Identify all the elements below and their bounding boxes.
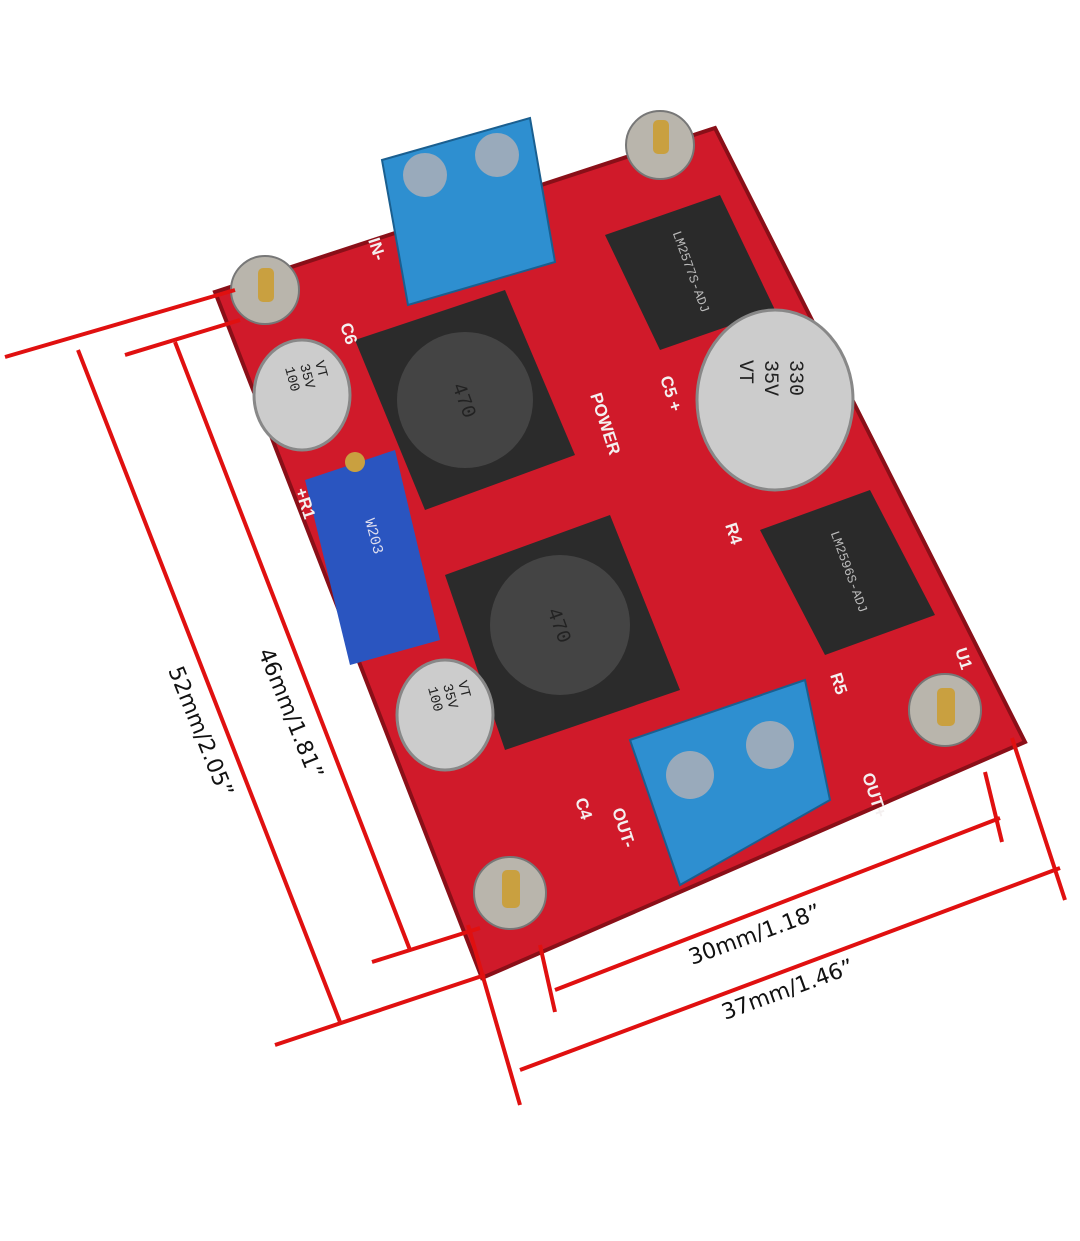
svg-text:330: 330 bbox=[783, 360, 806, 396]
svg-text:100: 100 bbox=[423, 685, 445, 714]
dimension-label-30mm: 30mm/1.18” bbox=[686, 900, 825, 971]
dimension-label-37mm: 37mm/1.46” bbox=[719, 955, 858, 1026]
cap-value: 100 bbox=[423, 685, 445, 714]
svg-text:35V: 35V bbox=[758, 360, 781, 396]
svg-text:VT: VT bbox=[310, 359, 330, 379]
input-terminal bbox=[380, 116, 557, 307]
svg-text:VT: VT bbox=[453, 679, 473, 699]
cap-brand: VT bbox=[310, 359, 330, 379]
cap-large-value: 330 bbox=[783, 360, 806, 396]
cap-large-brand: VT bbox=[733, 360, 756, 384]
svg-text:35V: 35V bbox=[438, 682, 460, 711]
svg-text:35V: 35V bbox=[295, 362, 317, 391]
cap-large-voltage: 35V bbox=[758, 360, 781, 396]
svg-text:100: 100 bbox=[280, 365, 302, 394]
trimmer-potentiometer: W203 bbox=[305, 450, 440, 665]
inductor-top: 470 bbox=[355, 290, 575, 510]
chip-bottom: LM2596S-ADJ bbox=[760, 490, 935, 655]
cap-voltage: 35V bbox=[295, 362, 317, 391]
cap-brand: VT bbox=[453, 679, 473, 699]
dimension-lines bbox=[4, 288, 1067, 1106]
capacitor-small-top: 100 35V VT bbox=[252, 338, 352, 452]
inductor-bottom: 470 bbox=[445, 515, 680, 750]
brass-screws bbox=[258, 120, 955, 908]
capacitor-small-bottom: 100 35V VT bbox=[395, 658, 495, 772]
cap-voltage: 35V bbox=[438, 682, 460, 711]
capacitor-large: 330 35V VT bbox=[695, 308, 855, 492]
cap-value: 100 bbox=[280, 365, 302, 394]
svg-text:VT: VT bbox=[733, 360, 756, 384]
output-terminal bbox=[628, 678, 832, 887]
dimension-label-46mm: 46mm/1.81” bbox=[252, 645, 327, 783]
chip-top: LM2577S-ADJ bbox=[605, 195, 775, 350]
